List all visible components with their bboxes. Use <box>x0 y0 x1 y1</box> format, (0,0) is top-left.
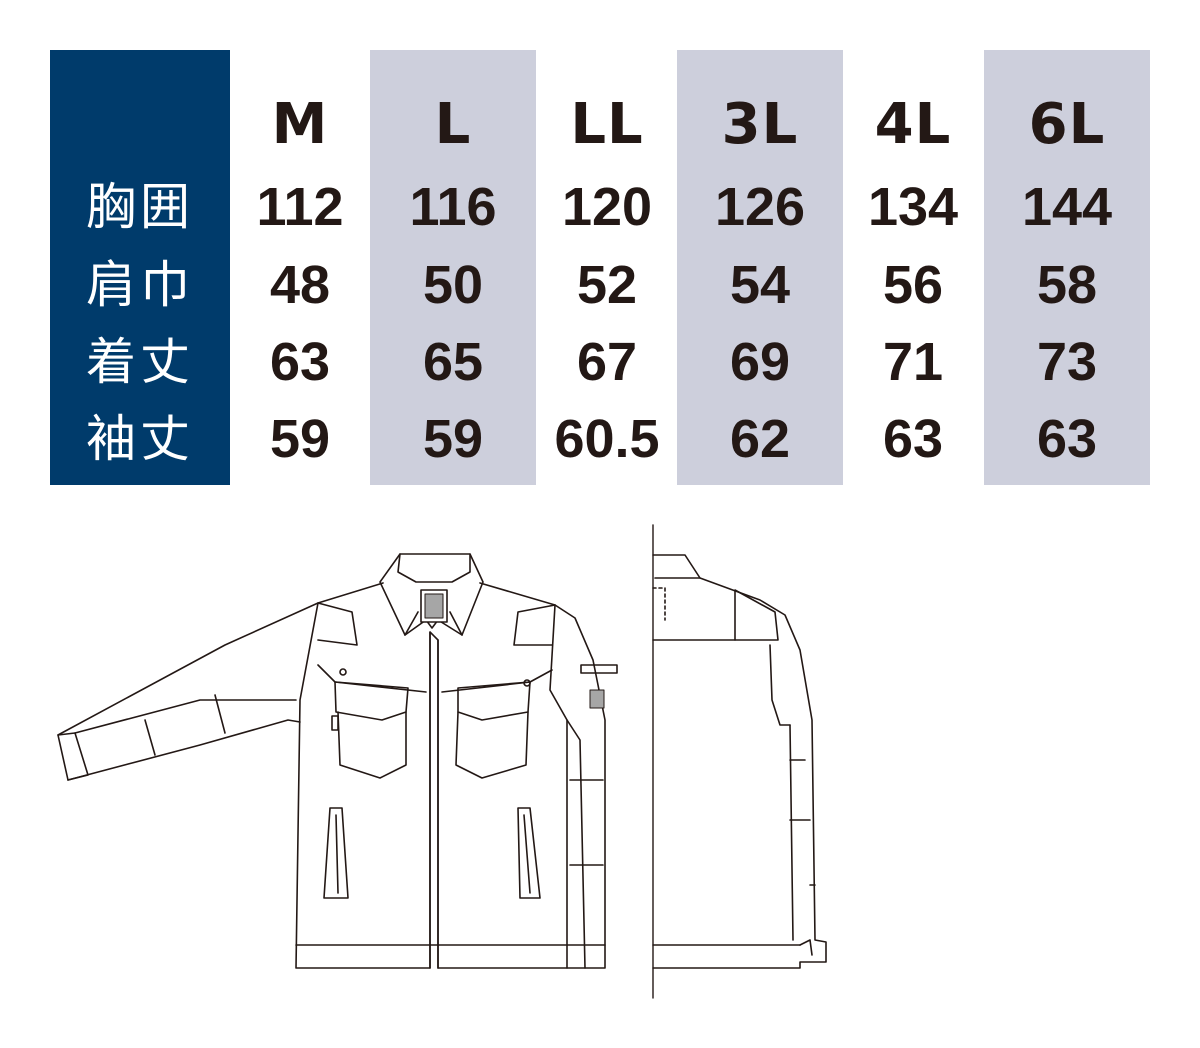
row-label-length: 着丈 <box>86 333 194 391</box>
value-cell: 144 <box>1021 177 1113 237</box>
size-header-l: L <box>434 92 472 157</box>
size-header-4l: 4L <box>874 92 952 157</box>
value-cell: 63 <box>269 332 331 392</box>
value-cell: 134 <box>867 177 959 237</box>
row-label-column <box>50 50 230 485</box>
size-header-m: M <box>271 92 329 157</box>
value-cell: 62 <box>729 409 791 469</box>
value-cell: 120 <box>561 177 653 237</box>
value-cell: 50 <box>422 255 484 315</box>
row-label-sleeve: 袖丈 <box>86 410 194 468</box>
value-cell: 126 <box>714 177 806 237</box>
value-cell: 65 <box>422 332 484 392</box>
jacket-front-drawing <box>57 553 618 969</box>
size-header-3l: 3L <box>721 92 799 157</box>
value-cell: 60.5 <box>554 409 660 469</box>
size-chart-table: M L LL 3L 4L 6L 胸囲 112 116 120 126 134 1… <box>50 50 1150 485</box>
jacket-illustrations <box>0 505 1200 1005</box>
value-cell: 52 <box>576 255 638 315</box>
value-cell: 112 <box>256 177 344 237</box>
value-cell: 54 <box>729 255 791 315</box>
column-band-3l <box>677 50 843 485</box>
row-label-chest: 胸囲 <box>86 178 194 236</box>
size-header-6l: 6L <box>1028 92 1106 157</box>
column-band-6l <box>984 50 1150 485</box>
column-band-l <box>370 50 536 485</box>
value-cell: 69 <box>729 332 791 392</box>
value-cell: 73 <box>1036 332 1098 392</box>
size-header-ll: LL <box>570 92 644 157</box>
jacket-back-drawing <box>652 554 827 969</box>
value-cell: 58 <box>1036 255 1098 315</box>
value-cell: 116 <box>409 177 497 237</box>
value-cell: 59 <box>269 409 331 469</box>
value-cell: 48 <box>269 255 331 315</box>
value-cell: 56 <box>882 255 944 315</box>
value-cell: 63 <box>1036 409 1098 469</box>
value-cell: 63 <box>882 409 944 469</box>
value-cell: 67 <box>576 332 638 392</box>
value-cell: 59 <box>422 409 484 469</box>
row-label-shoulder: 肩巾 <box>86 256 194 314</box>
value-cell: 71 <box>882 332 944 392</box>
